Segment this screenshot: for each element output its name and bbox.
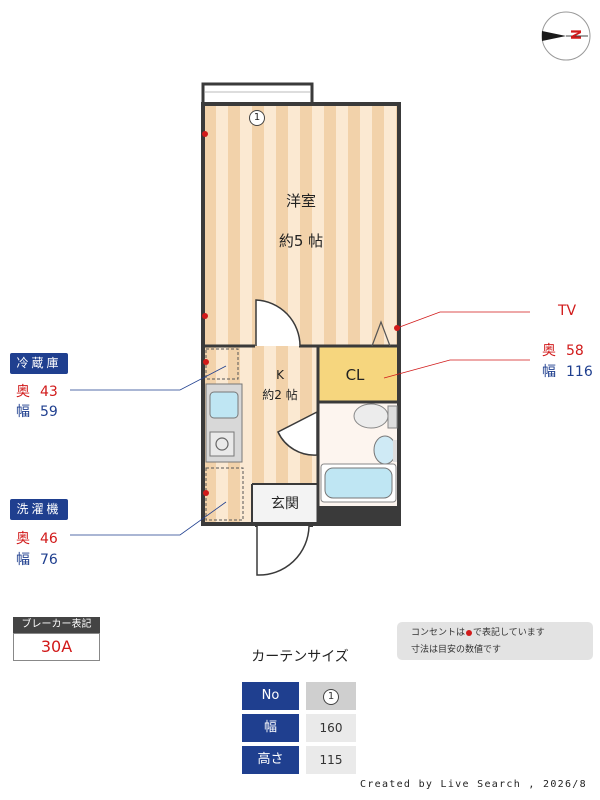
curtain-size-title: カーテンサイズ	[251, 649, 349, 665]
credit-text: Created by Live Search , 2026/8	[360, 779, 587, 790]
outlet	[203, 490, 209, 496]
outlet	[202, 131, 208, 137]
tv-depth: 奥 58	[542, 341, 584, 361]
entrance-floor	[252, 484, 318, 524]
legend-note: コンセントはで表記しています 寸法は目安の数値です	[397, 622, 593, 660]
curtain-value: 1	[306, 682, 356, 710]
breaker-value: 30A	[13, 633, 100, 661]
tv-label: TV	[558, 303, 577, 319]
note-line-1-a: コンセントは	[411, 628, 466, 638]
tv-width-value: 116	[566, 364, 593, 380]
tv-width: 幅 116	[542, 362, 593, 382]
curtain-number-badge: 1	[323, 688, 339, 705]
balcony	[201, 82, 314, 106]
wash-basin	[373, 435, 397, 465]
toilet	[353, 403, 389, 429]
fridge-width: 幅 59	[16, 402, 58, 422]
western-room-door	[255, 299, 301, 347]
kitchen-sink	[209, 391, 239, 419]
outlet	[202, 313, 208, 319]
closet-leader-line	[383, 359, 530, 379]
western-room-size: 約5 帖	[278, 232, 324, 250]
fridge-title: 冷蔵庫	[10, 353, 68, 374]
western-room-floor	[203, 104, 399, 346]
curtain-row-no: No 1	[242, 682, 356, 710]
compass-north-label: N	[569, 29, 585, 40]
fridge-depth-key: 奥	[16, 384, 30, 400]
fridge-width-key: 幅	[16, 404, 30, 420]
curtain-value: 160	[306, 714, 356, 742]
washer-depth-value: 46	[40, 531, 58, 547]
note-line-1-b: で表記しています	[473, 628, 545, 638]
note-line-2: 寸法は目安の数値です	[411, 645, 502, 655]
washer-width-value: 76	[40, 552, 58, 568]
note-line-1: コンセントはで表記しています	[411, 625, 593, 642]
curtain-row-height: 高さ 115	[242, 746, 356, 774]
bath-step	[318, 506, 399, 524]
fridge-leader-line	[70, 365, 227, 391]
washer-width-key: 幅	[16, 552, 30, 568]
washer-depth: 奥 46	[16, 529, 58, 549]
fridge-space	[205, 348, 239, 380]
closet-door	[371, 320, 391, 347]
curtain-key: 高さ	[242, 746, 299, 774]
curtain-row-width: 幅 160	[242, 714, 356, 742]
curtain-value: 115	[306, 746, 356, 774]
curtain-key: No	[242, 682, 299, 710]
entrance-door	[256, 525, 310, 576]
kitchen-name: K	[276, 368, 284, 382]
stove	[209, 431, 235, 457]
closet-floor	[318, 346, 399, 402]
fridge-depth: 奥 43	[16, 382, 58, 402]
kitchen-size: 約2 帖	[262, 388, 298, 402]
window-number-badge: 1	[249, 110, 265, 126]
breaker-title: ブレーカー表記	[13, 617, 100, 633]
western-room-name: 洋室	[285, 192, 316, 210]
washer-width: 幅 76	[16, 550, 58, 570]
outlet	[203, 359, 209, 365]
curtain-key: 幅	[242, 714, 299, 742]
washer-title: 洗濯機	[10, 499, 68, 520]
tv-depth-key: 奥	[542, 343, 556, 359]
washer-leader-line	[70, 501, 227, 536]
fridge-width-value: 59	[40, 404, 58, 420]
closet-label: CL	[345, 366, 365, 384]
washer-depth-key: 奥	[16, 531, 30, 547]
outlet-dot-icon	[466, 629, 473, 636]
tv-depth-value: 58	[566, 343, 584, 359]
tv-width-key: 幅	[542, 364, 556, 380]
compass-icon	[541, 11, 591, 61]
entrance-label: 玄関	[271, 496, 299, 512]
fridge-depth-value: 43	[40, 384, 58, 400]
tv-leader-line	[396, 311, 530, 329]
bathroom-door	[277, 410, 318, 456]
